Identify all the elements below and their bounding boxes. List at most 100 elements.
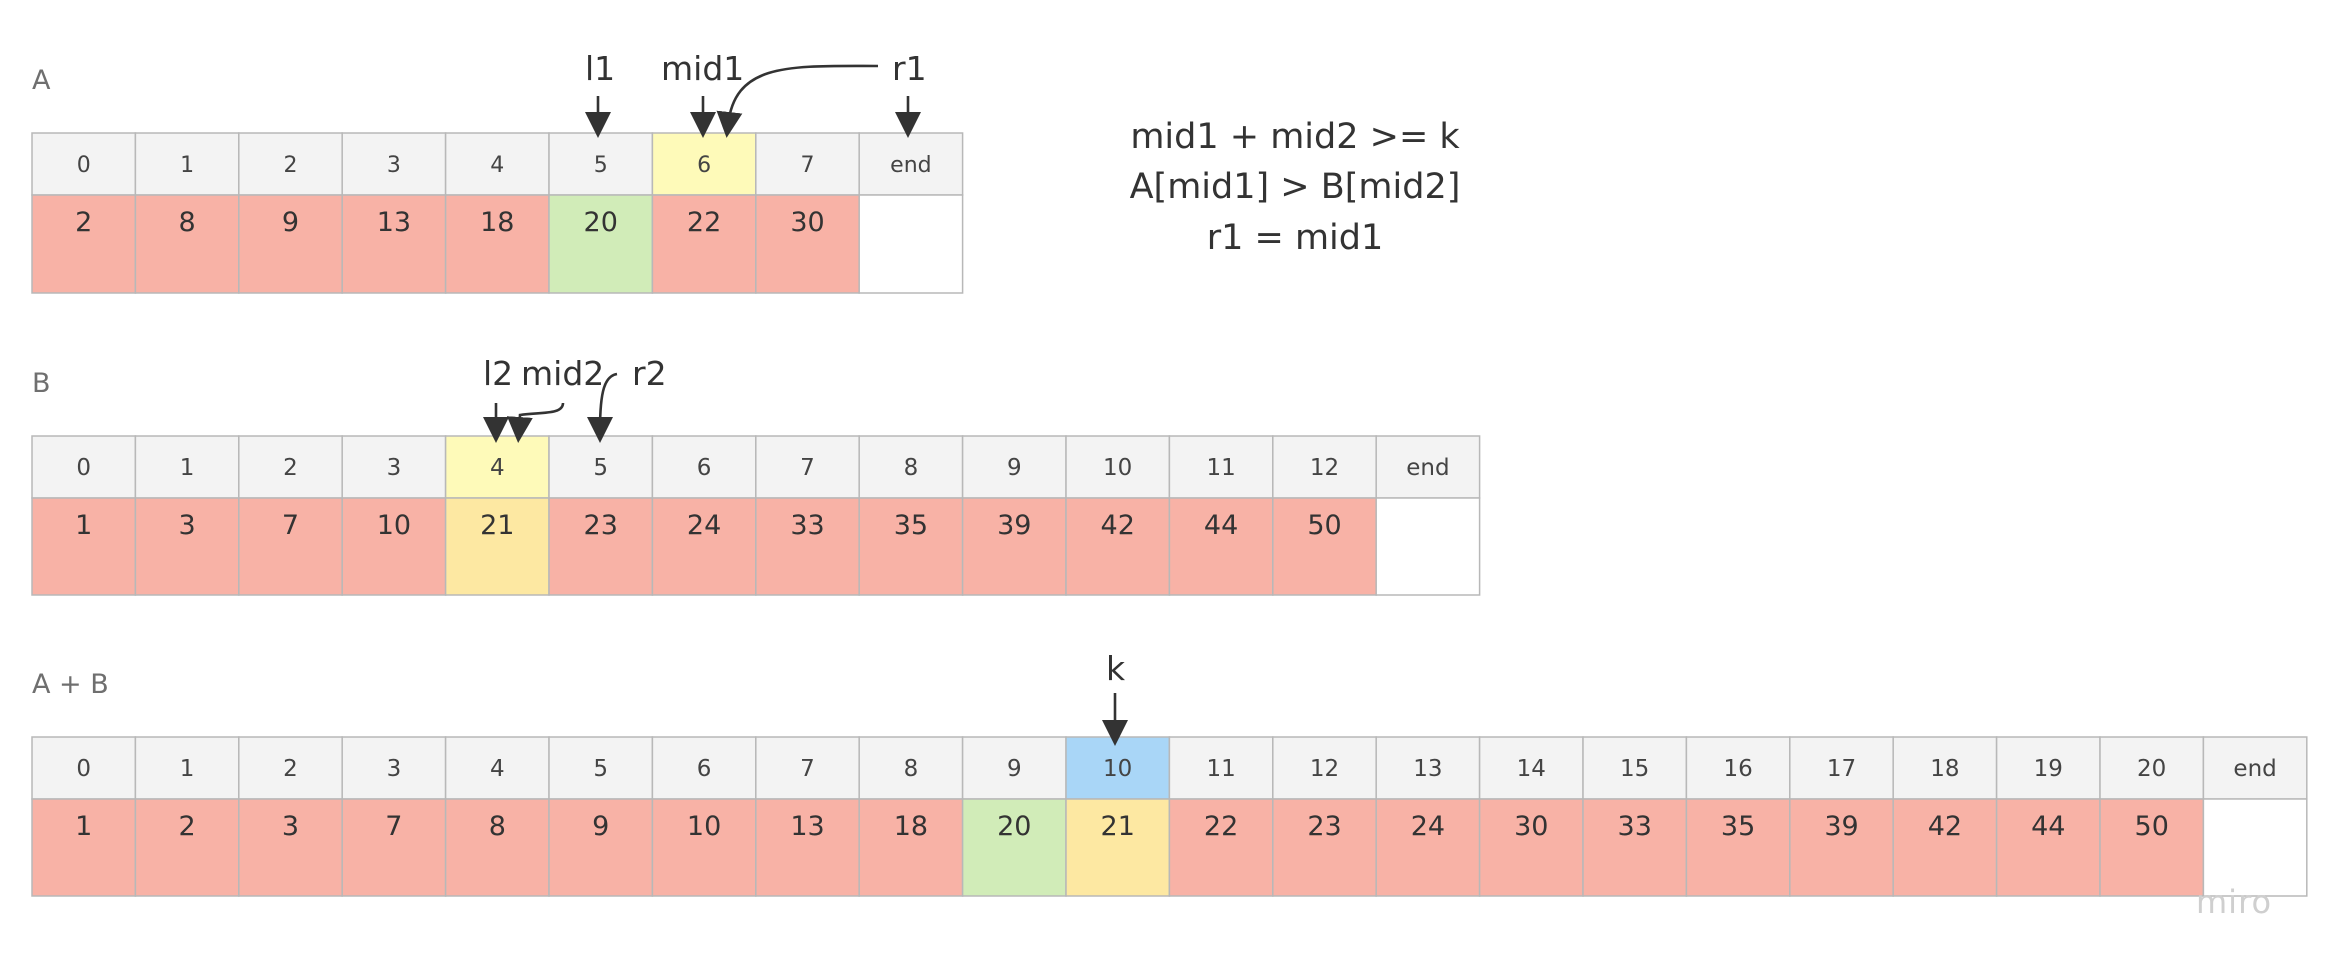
value-label: 23	[584, 510, 618, 541]
condition-note-3: r1 = mid1	[1206, 218, 1384, 258]
index-label: 10	[1103, 756, 1132, 782]
index-label: 6	[697, 153, 711, 178]
index-label: 17	[1827, 756, 1856, 782]
index-label: 9	[1007, 756, 1022, 782]
index-label: 19	[2034, 756, 2063, 782]
pointer-r1: r1	[892, 49, 927, 88]
index-cell	[1065, 435, 1171, 499]
index-label: 11	[1206, 756, 1235, 782]
index-label: end	[1406, 455, 1449, 481]
index-label: 7	[800, 455, 815, 481]
index-label: 7	[800, 756, 815, 782]
value-label: 22	[1204, 811, 1238, 842]
index-label: 9	[1007, 455, 1022, 481]
arrow-mid2	[506, 402, 565, 443]
value-cell	[651, 194, 757, 294]
index-cell	[134, 132, 240, 196]
value-label: 21	[480, 510, 514, 541]
index-cell	[2202, 736, 2308, 800]
index-label: 20	[2137, 756, 2166, 782]
index-cell	[444, 736, 550, 800]
value-label: 22	[687, 207, 721, 238]
value-cell	[31, 497, 137, 596]
value-label: 35	[1721, 811, 1755, 842]
pointer-mid2: mid2	[521, 354, 605, 393]
index-label: 5	[593, 455, 608, 481]
index-label: 1	[180, 455, 195, 481]
value-label: 42	[1928, 811, 1962, 842]
value-label: 21	[1101, 811, 1135, 842]
index-label: 10	[1103, 455, 1132, 481]
array-b-label: B	[32, 368, 51, 399]
index-label: 0	[76, 756, 91, 782]
index-label: 4	[490, 153, 504, 178]
index-cell	[858, 435, 964, 499]
index-cell	[1892, 736, 1998, 800]
value-label: 24	[687, 510, 721, 541]
value-cell	[2099, 798, 2205, 897]
index-cell	[755, 736, 860, 800]
value-label: 35	[894, 510, 928, 541]
arrow-r2	[587, 372, 618, 443]
value-cell	[1995, 798, 2101, 897]
index-cell	[548, 736, 654, 800]
value-label: 18	[480, 207, 514, 238]
index-label: 6	[697, 455, 712, 481]
index-cell	[134, 435, 240, 499]
index-label: 15	[1620, 756, 1649, 782]
index-label: 14	[1517, 756, 1546, 782]
value-label: 30	[1514, 811, 1548, 842]
pointer-l2: l2	[483, 354, 514, 393]
value-cell	[134, 497, 240, 596]
value-label: 44	[1204, 510, 1238, 541]
index-cell	[341, 435, 447, 499]
index-label: 0	[76, 455, 91, 481]
value-label: 9	[282, 207, 299, 238]
value-label: 20	[584, 207, 618, 238]
value-label: 10	[687, 811, 721, 842]
value-cell	[1272, 497, 1377, 596]
value-cell	[1582, 798, 1688, 897]
value-cell	[1685, 798, 1791, 897]
value-label: 44	[2031, 811, 2065, 842]
value-label: 7	[385, 811, 402, 842]
value-label: 7	[282, 510, 299, 541]
index-label: 5	[593, 756, 608, 782]
value-label: 8	[179, 207, 196, 238]
index-cell	[238, 132, 343, 196]
value-cell	[548, 497, 654, 596]
index-label: 4	[490, 756, 505, 782]
value-cell	[961, 798, 1067, 897]
value-label: 8	[489, 811, 506, 842]
index-cell	[961, 435, 1067, 499]
value-label: 3	[179, 510, 196, 541]
index-cell	[444, 435, 550, 499]
value-label: 24	[1411, 811, 1445, 842]
index-label: 1	[180, 153, 194, 178]
value-cell	[651, 497, 757, 596]
value-cell	[755, 194, 860, 294]
value-cell	[1065, 497, 1171, 596]
arrow-r1	[716, 64, 879, 138]
index-cell	[1685, 736, 1791, 800]
value-cell	[1272, 798, 1377, 897]
value-cell	[134, 194, 240, 294]
pointer-mid1: mid1	[661, 49, 745, 88]
value-label: 33	[790, 510, 824, 541]
index-label: 2	[284, 153, 298, 178]
value-cell	[2202, 798, 2308, 897]
pointer-l1: l1	[585, 49, 616, 88]
index-label: 8	[904, 756, 919, 782]
value-label: 9	[592, 811, 609, 842]
value-cell	[1478, 798, 1584, 897]
index-label: 3	[387, 455, 402, 481]
index-label: end	[2233, 756, 2276, 782]
index-cell	[1582, 736, 1688, 800]
value-label: 13	[790, 811, 824, 842]
value-label: 50	[1307, 510, 1341, 541]
index-cell	[1789, 736, 1894, 800]
index-cell	[238, 736, 343, 800]
value-label: 42	[1101, 510, 1135, 541]
miro-watermark: miro	[2196, 883, 2273, 921]
